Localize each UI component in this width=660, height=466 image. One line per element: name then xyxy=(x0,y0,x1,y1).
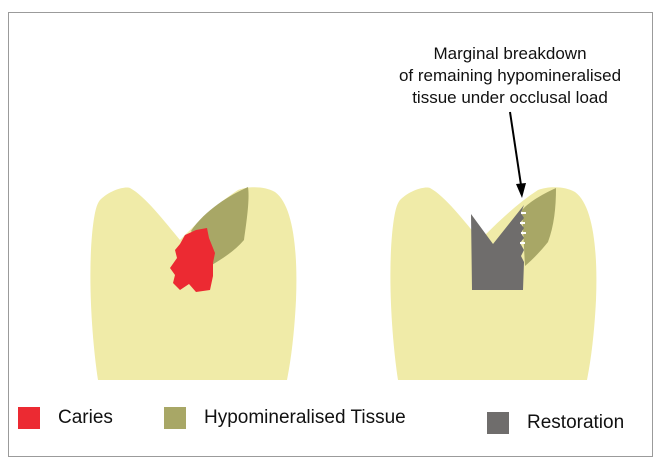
legend-restoration-label: Restoration xyxy=(527,412,624,434)
callout-text: Marginal breakdown of remaining hypomine… xyxy=(370,43,650,109)
right-restoration xyxy=(471,205,524,290)
legend-hypomineralised-label: Hypomineralised Tissue xyxy=(204,407,406,429)
hypomineralised-swatch xyxy=(164,407,186,429)
restoration-swatch xyxy=(487,412,509,434)
legend-restoration: Restoration xyxy=(487,410,624,436)
callout-arrow-line xyxy=(510,112,521,185)
caries-swatch xyxy=(18,407,40,429)
callout-line-3: tissue under occlusal load xyxy=(370,87,650,109)
legend-caries: Caries xyxy=(18,405,113,431)
callout-line-2: of remaining hypomineralised xyxy=(370,65,650,87)
callout-line-1: Marginal breakdown xyxy=(370,43,650,65)
legend-hypomineralised: Hypomineralised Tissue xyxy=(164,405,406,431)
legend-caries-label: Caries xyxy=(58,407,113,429)
callout-arrow-head xyxy=(516,183,526,198)
